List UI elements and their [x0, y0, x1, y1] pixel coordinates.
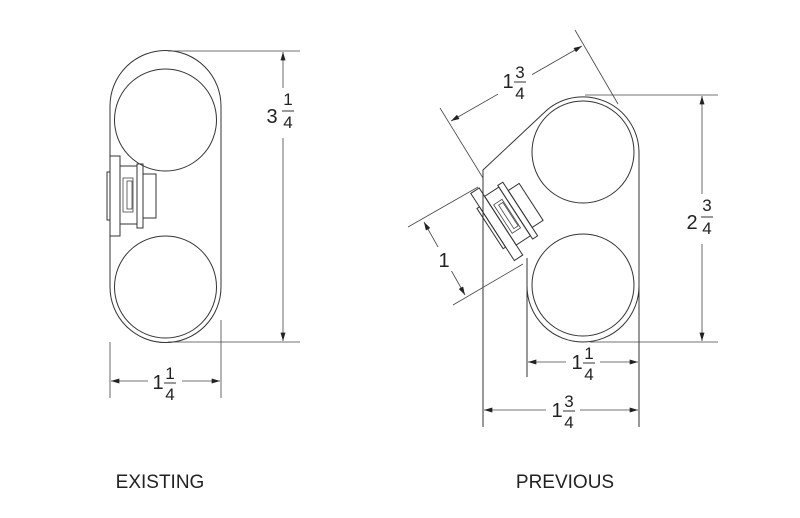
dim-whole: 1	[438, 250, 449, 272]
dim-whole: 3	[266, 106, 277, 128]
dim-whole: 1	[152, 372, 163, 394]
previous-bottom-conduit	[531, 233, 635, 337]
existing-width-dimension: 1 1 4	[109, 320, 222, 406]
existing-view: 3 1 4 1 1 4 EXISTING	[106, 50, 300, 493]
dim-numerator: 1	[283, 90, 292, 109]
dim-denominator: 4	[515, 84, 524, 103]
existing-bottom-conduit	[114, 235, 217, 339]
previous-label: PREVIOUS	[516, 472, 614, 493]
existing-height-dimension: 3 1 4	[168, 50, 300, 343]
previous-outer-width-dimension: 1 3 4	[484, 392, 639, 434]
dim-whole: 2	[686, 212, 697, 234]
existing-top-conduit	[114, 68, 217, 172]
previous-height-dimension: 2 3 4	[585, 94, 719, 343]
dim-denominator: 4	[564, 413, 573, 432]
dim-denominator: 4	[283, 113, 292, 132]
dim-denominator: 4	[584, 365, 593, 384]
dim-numerator: 3	[515, 63, 524, 82]
previous-angled-dimension: 1 3 4	[439, 29, 619, 179]
dim-whole: 1	[571, 352, 582, 374]
existing-connector	[106, 155, 157, 237]
existing-label: EXISTING	[116, 472, 205, 493]
previous-view: 1 3 4 1 2 3 4 1 1	[407, 29, 719, 493]
dim-numerator: 1	[584, 344, 593, 363]
dim-numerator: 3	[702, 196, 711, 215]
dim-whole: 1	[502, 71, 513, 93]
previous-inner-width-dimension: 1 1 4	[527, 344, 639, 386]
previous-outline	[482, 96, 640, 427]
previous-connector-dimension: 1	[407, 186, 524, 306]
dim-denominator: 4	[702, 219, 711, 238]
dim-whole: 1	[551, 400, 562, 422]
dim-numerator: 3	[564, 392, 573, 411]
dim-numerator: 1	[165, 364, 174, 383]
existing-outline	[109, 50, 222, 343]
previous-connector	[470, 181, 544, 262]
previous-top-conduit	[531, 100, 635, 204]
dim-denominator: 4	[165, 385, 174, 404]
